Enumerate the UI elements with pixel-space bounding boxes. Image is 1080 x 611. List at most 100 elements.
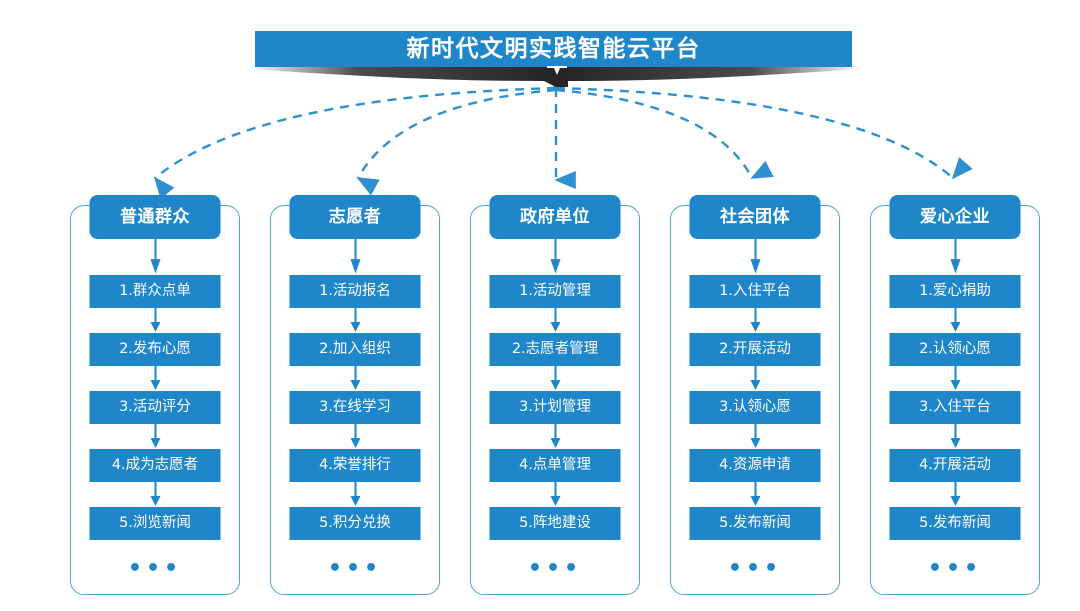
- step-label: 4.荣誉排行: [319, 457, 391, 474]
- step-flow-col-ordinary-public: 1.群众点单 2.发布心愿 3.活动评分 4.成为志愿者 5.浏览新闻 •••: [89, 239, 221, 581]
- down-arrow-icon: [350, 308, 360, 332]
- down-arrow-icon: [550, 424, 560, 448]
- down-arrow-icon: [750, 424, 760, 448]
- down-arrow-icon: [750, 308, 760, 332]
- step-label: 2.加入组织: [319, 341, 391, 358]
- step-3-col-charitable-enterprise[interactable]: 3.入住平台: [889, 391, 1021, 424]
- role-column-4: 社会团体 1.入住平台 2.开展活动 3.认领心愿 4.资源申请 5.发布新闻 …: [670, 195, 840, 595]
- down-arrow-icon: [150, 482, 160, 506]
- step-4-col-social-group[interactable]: 4.资源申请: [689, 449, 821, 482]
- down-arrow-icon: [550, 239, 560, 274]
- step-flow-col-charitable-enterprise: 1.爱心捐助 2.认领心愿 3.入住平台 4.开展活动 5.发布新闻 •••: [889, 239, 1021, 581]
- step-2-col-volunteer[interactable]: 2.加入组织: [289, 333, 421, 366]
- step-label: 3.入住平台: [919, 399, 991, 416]
- step-label: 5.积分兑换: [319, 515, 391, 532]
- step-3-col-ordinary-public[interactable]: 3.活动评分: [89, 391, 221, 424]
- column-more-ellipsis: •••: [927, 556, 983, 581]
- step-label: 3.在线学习: [319, 399, 391, 416]
- step-4-col-volunteer[interactable]: 4.荣誉排行: [289, 449, 421, 482]
- down-arrow-icon: [950, 424, 960, 448]
- chevron-down-icon: [547, 66, 567, 75]
- step-1-col-charitable-enterprise[interactable]: 1.爱心捐助: [889, 275, 1021, 308]
- down-arrow-icon: [750, 482, 760, 506]
- role-column-5: 爱心企业 1.爱心捐助 2.认领心愿 3.入住平台 4.开展活动 5.发布新闻 …: [870, 195, 1040, 595]
- down-arrow-icon: [950, 482, 960, 506]
- step-1-col-government-unit[interactable]: 1.活动管理: [489, 275, 621, 308]
- step-3-col-volunteer[interactable]: 3.在线学习: [289, 391, 421, 424]
- column-header-col-volunteer[interactable]: 志愿者: [289, 195, 421, 239]
- step-label: 4.开展活动: [919, 457, 991, 474]
- step-label: 5.发布新闻: [919, 515, 991, 532]
- down-arrow-icon: [150, 308, 160, 332]
- column-header-col-charitable-enterprise[interactable]: 爱心企业: [889, 195, 1021, 239]
- column-more-ellipsis: •••: [127, 556, 183, 581]
- step-2-col-government-unit[interactable]: 2.志愿者管理: [489, 333, 621, 366]
- platform-title-banner: 新时代文明实践智能云平台: [255, 31, 852, 67]
- step-3-col-government-unit[interactable]: 3.计划管理: [489, 391, 621, 424]
- step-1-col-volunteer[interactable]: 1.活动报名: [289, 275, 421, 308]
- column-header-label: 普通群众: [120, 206, 190, 227]
- down-arrow-icon: [350, 366, 360, 390]
- step-4-col-charitable-enterprise[interactable]: 4.开展活动: [889, 449, 1021, 482]
- step-4-col-government-unit[interactable]: 4.点单管理: [489, 449, 621, 482]
- step-2-col-charitable-enterprise[interactable]: 2.认领心愿: [889, 333, 1021, 366]
- column-header-col-ordinary-public[interactable]: 普通群众: [89, 195, 221, 239]
- step-5-col-government-unit[interactable]: 5.阵地建设: [489, 507, 621, 540]
- page-title: 新时代文明实践智能云平台: [406, 35, 701, 62]
- step-label: 1.活动管理: [519, 283, 591, 300]
- role-column-2: 志愿者 1.活动报名 2.加入组织 3.在线学习 4.荣誉排行 5.积分兑换 •…: [270, 195, 440, 595]
- down-arrow-icon: [350, 239, 360, 274]
- step-label: 4.点单管理: [519, 457, 591, 474]
- down-arrow-icon: [150, 239, 160, 274]
- step-label: 2.开展活动: [719, 341, 791, 358]
- column-header-label: 政府单位: [520, 206, 590, 227]
- step-label: 5.浏览新闻: [119, 515, 191, 532]
- step-label: 1.爱心捐助: [919, 283, 991, 300]
- column-header-label: 社会团体: [720, 206, 790, 227]
- down-arrow-icon: [350, 482, 360, 506]
- step-flow-col-social-group: 1.入住平台 2.开展活动 3.认领心愿 4.资源申请 5.发布新闻 •••: [689, 239, 821, 581]
- step-label: 2.发布心愿: [119, 341, 191, 358]
- banner-shadow-ribbon: [248, 66, 862, 87]
- down-arrow-icon: [550, 366, 560, 390]
- column-more-ellipsis: •••: [727, 556, 783, 581]
- step-label: 3.活动评分: [119, 399, 191, 416]
- step-flow-col-government-unit: 1.活动管理 2.志愿者管理 3.计划管理 4.点单管理 5.阵地建设 •••: [489, 239, 621, 581]
- column-header-col-government-unit[interactable]: 政府单位: [489, 195, 621, 239]
- step-label: 2.认领心愿: [919, 341, 991, 358]
- step-label: 2.志愿者管理: [511, 341, 599, 358]
- role-column-1: 普通群众 1.群众点单 2.发布心愿 3.活动评分 4.成为志愿者 5.浏览新闻…: [70, 195, 240, 595]
- step-4-col-ordinary-public[interactable]: 4.成为志愿者: [89, 449, 221, 482]
- column-more-ellipsis: •••: [527, 556, 583, 581]
- column-header-col-social-group[interactable]: 社会团体: [689, 195, 821, 239]
- step-label: 4.资源申请: [719, 457, 791, 474]
- down-arrow-icon: [750, 239, 760, 274]
- down-arrow-icon: [750, 366, 760, 390]
- step-3-col-social-group[interactable]: 3.认领心愿: [689, 391, 821, 424]
- down-arrow-icon: [550, 482, 560, 506]
- step-2-col-social-group[interactable]: 2.开展活动: [689, 333, 821, 366]
- down-arrow-icon: [950, 308, 960, 332]
- step-label: 1.活动报名: [319, 283, 391, 300]
- column-header-label: 爱心企业: [920, 206, 990, 227]
- step-5-col-volunteer[interactable]: 5.积分兑换: [289, 507, 421, 540]
- down-arrow-icon: [950, 239, 960, 274]
- down-arrow-icon: [150, 424, 160, 448]
- step-label: 3.计划管理: [519, 399, 591, 416]
- down-arrow-icon: [950, 366, 960, 390]
- role-column-3: 政府单位 1.活动管理 2.志愿者管理 3.计划管理 4.点单管理 5.阵地建设…: [470, 195, 640, 595]
- step-flow-col-volunteer: 1.活动报名 2.加入组织 3.在线学习 4.荣誉排行 5.积分兑换 •••: [289, 239, 421, 580]
- step-5-col-social-group[interactable]: 5.发布新闻: [689, 507, 821, 540]
- step-label: 1.入住平台: [719, 283, 791, 300]
- step-1-col-social-group[interactable]: 1.入住平台: [689, 275, 821, 308]
- step-1-col-ordinary-public[interactable]: 1.群众点单: [89, 275, 221, 308]
- down-arrow-icon: [350, 424, 360, 448]
- column-header-label: 志愿者: [328, 206, 382, 227]
- down-arrow-icon: [150, 366, 160, 390]
- step-label: 1.群众点单: [119, 283, 191, 300]
- step-5-col-ordinary-public[interactable]: 5.浏览新闻: [89, 507, 221, 540]
- step-2-col-ordinary-public[interactable]: 2.发布心愿: [89, 333, 221, 366]
- step-5-col-charitable-enterprise[interactable]: 5.发布新闻: [889, 507, 1021, 540]
